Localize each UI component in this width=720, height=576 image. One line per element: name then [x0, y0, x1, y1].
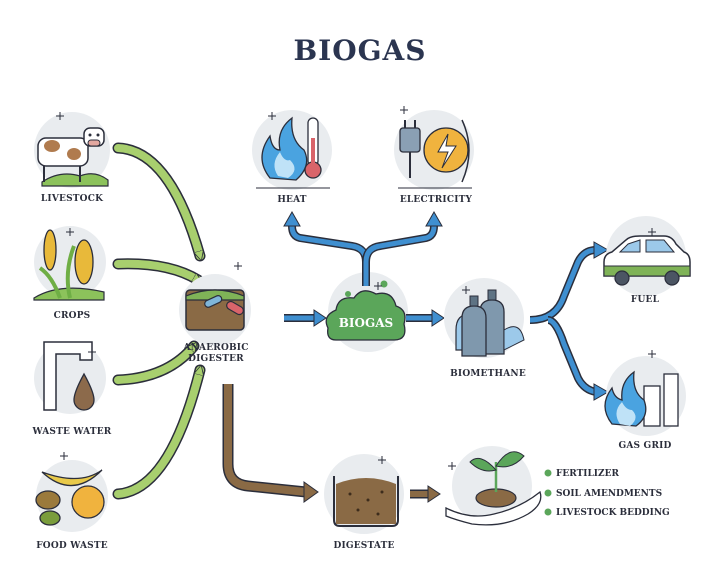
- use-soil-amendments: SOIL AMENDMENTS: [556, 489, 662, 499]
- sparkle-icon: [60, 452, 68, 460]
- digestate-label: DIGESTATE: [333, 541, 394, 551]
- heat-node: HEAT: [252, 110, 332, 205]
- digester-label-line1: ANAEROBIC: [182, 343, 248, 353]
- fuel-label: FUEL: [631, 295, 660, 305]
- pipe-icon: [43, 341, 95, 411]
- use-fertilizer: FERTILIZER: [556, 469, 619, 479]
- digester-icon: [185, 289, 245, 331]
- food-waste-label: FOOD WASTE: [36, 541, 108, 551]
- gas-plant-icon: [604, 370, 679, 427]
- arrow-food-to-digester: [112, 364, 206, 500]
- crops-label: CROPS: [54, 311, 91, 321]
- waste-water-node: WASTE WATER: [32, 341, 112, 437]
- biogas-center-label: BIOGAS: [339, 316, 393, 330]
- arrow-digester-to-digestate: [222, 384, 319, 503]
- digestate-uses-list: FERTILIZER SOIL AMENDMENTS LIVESTOCK BED…: [544, 469, 670, 518]
- car-icon: [603, 235, 691, 286]
- crops-icon: [33, 229, 105, 301]
- sparkle-icon: [234, 262, 242, 270]
- bullet-icon: [544, 508, 552, 516]
- biomethane-label: BIOMETHANE: [450, 369, 526, 379]
- diagram-title: BIOGAS: [293, 34, 426, 67]
- sparkle-icons: [56, 106, 656, 470]
- sparkle-icon: [648, 350, 656, 358]
- electricity-label: ELECTRICITY: [400, 195, 473, 205]
- arrow-biogas-to-biomethane: [406, 309, 445, 327]
- sparkle-icon: [378, 456, 386, 464]
- sparkle-icon: [400, 106, 408, 114]
- crops-node: CROPS: [33, 226, 106, 321]
- sparkle-icon: [56, 112, 64, 120]
- bullet-icon: [544, 469, 552, 477]
- biogas-cloud-icon: [325, 280, 406, 341]
- digestate-container-icon: [333, 476, 399, 527]
- sparkle-icon: [66, 228, 74, 236]
- sparkle-icon: [448, 462, 456, 470]
- food-waste-node: FOOD WASTE: [35, 460, 108, 551]
- livestock-node: LIVESTOCK: [34, 112, 110, 204]
- use-livestock-bedding: LIVESTOCK BEDDING: [556, 508, 670, 518]
- arrow-biogas-to-uses: [283, 210, 443, 286]
- biomethane-node: BIOMETHANE: [444, 278, 526, 379]
- heat-label: HEAT: [277, 195, 306, 205]
- anaerobic-digester-node: ANAEROBIC DIGESTER: [179, 274, 251, 364]
- sparkle-icon: [268, 112, 276, 120]
- plug-bolt-icon: [399, 119, 470, 183]
- fuel-node: FUEL: [603, 216, 691, 305]
- electricity-node: ELECTRICITY: [394, 110, 474, 205]
- food-waste-icon: [35, 469, 105, 526]
- digestate-node: DIGESTATE: [324, 454, 404, 551]
- waste-water-label: WASTE WATER: [32, 427, 112, 437]
- bullet-icon: [544, 489, 552, 497]
- sparkle-icon: [88, 348, 96, 356]
- gas-grid-node: GAS GRID: [604, 356, 686, 451]
- digester-label-line2: DIGESTER: [188, 354, 244, 364]
- biogas-node: BIOGAS: [325, 272, 408, 352]
- livestock-label: LIVESTOCK: [41, 194, 104, 204]
- hand-sprout-icon: [445, 451, 542, 526]
- gas-cylinders-icon: [455, 289, 525, 357]
- sparkle-icon: [648, 228, 656, 236]
- cow-icon: [37, 127, 109, 187]
- arrow-biomethane-to-outputs: [529, 241, 610, 401]
- flame-thermometer-icon: [261, 116, 322, 181]
- input-arrows: [112, 142, 206, 500]
- sparkle-icon: [462, 286, 470, 294]
- sparkle-icon: [374, 282, 382, 290]
- arrow-digester-to-biogas: [284, 309, 327, 327]
- gas-grid-label: GAS GRID: [618, 441, 671, 451]
- hand-sprout-node: [445, 446, 542, 526]
- arrow-digestate-to-uses: [410, 485, 441, 503]
